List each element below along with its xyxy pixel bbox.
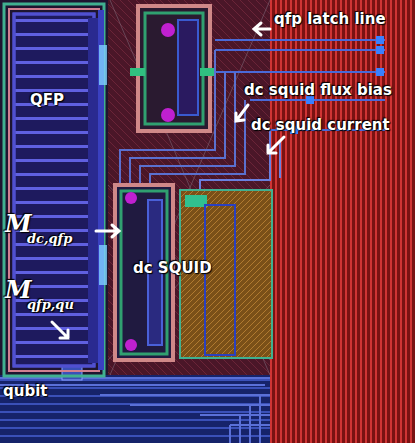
qubit-label: qubit xyxy=(3,383,47,400)
line-label: qfp latch line xyxy=(274,11,386,28)
region-label: QFP xyxy=(30,91,64,109)
line-label: dc squid current xyxy=(251,117,390,134)
mutual-inductance-subscript: dc,qfp xyxy=(27,232,72,246)
dc-squid-region: dc SQUID xyxy=(133,260,212,277)
line-label: dc squid flux bias xyxy=(244,82,392,99)
qfp-region: QFP xyxy=(30,92,64,109)
mutual-inductance-subscript: qfp,qu xyxy=(27,298,74,312)
region-label: dc SQUID xyxy=(133,259,212,277)
